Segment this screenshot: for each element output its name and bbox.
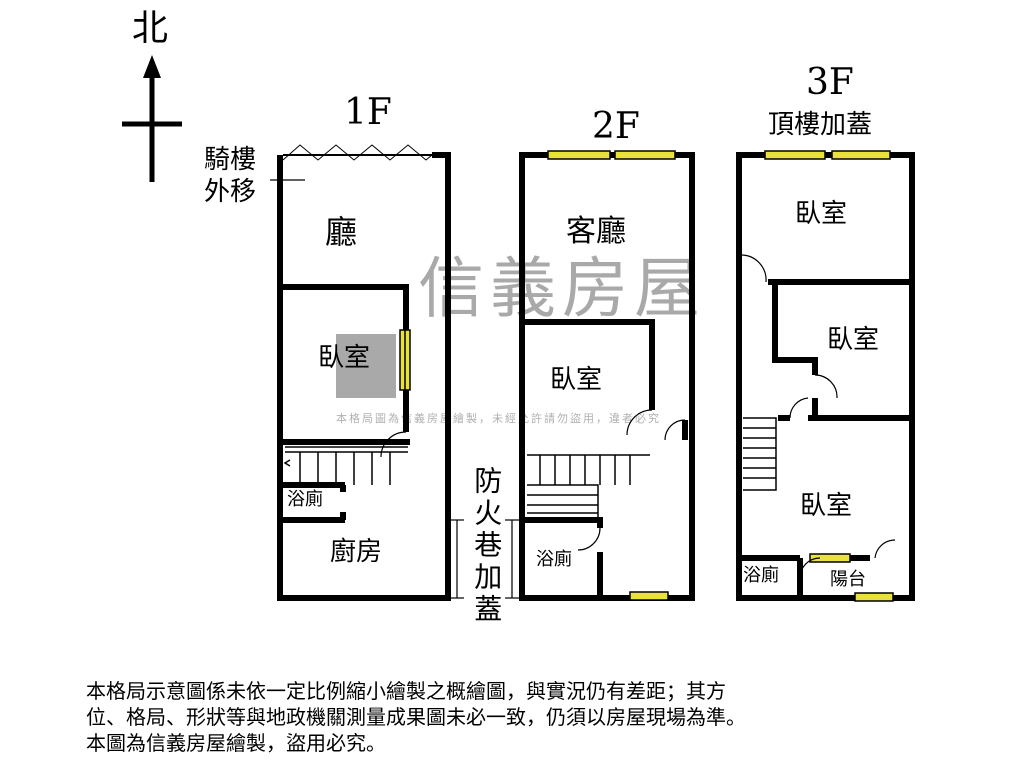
room-hall: 廳 (325, 213, 358, 251)
room-bath-1f: 浴廁 (287, 489, 323, 510)
watermark-notice: 本格局圖為信義房屋繪製，未經允許請勿盜用，違者必究 (336, 412, 661, 425)
room-bath-2f: 浴廁 (536, 549, 572, 570)
room-balcony: 陽台 (830, 569, 866, 590)
room-living: 客廳 (566, 214, 626, 249)
room-bedroom-1f: 臥室 (318, 343, 371, 373)
room-bedroom-2f: 臥室 (550, 365, 603, 395)
room-bedroom-3f-b: 臥室 (827, 325, 880, 355)
watermark-brand: 信義房屋 (418, 250, 706, 327)
stairs (283, 417, 777, 520)
floor-label-3f: 3F (806, 62, 854, 103)
floor-label-1f: 1F (344, 92, 392, 133)
zigzag-awning (282, 144, 433, 161)
door-swings (380, 254, 896, 579)
room-bath-3f: 浴廁 (743, 565, 779, 586)
disclaimer-line: 位、格局、形狀等與地政機關測量成果圖未必一致，仍須以房屋現場為準。 (86, 705, 746, 729)
disclaimer-line: 本格局示意圖係未依一定比例縮小繪製之概繪圖，與實況仍有差距；其方 (86, 679, 726, 703)
north-label: 北 (132, 8, 169, 49)
arcade-note: 騎樓外移 (204, 145, 257, 207)
room-bedroom-3f-c: 臥室 (800, 491, 853, 521)
compass-icon (122, 55, 182, 182)
disclaimer-line: 本圖為信義房屋繪製，盜用必究。 (86, 731, 386, 755)
floor-label-2f: 2F (592, 106, 640, 147)
disclaimer: 本格局示意圖係未依一定比例縮小繪製之概繪圖，與實況仍有差距；其方 位、格局、形狀… (86, 678, 746, 756)
fire-lane-note: 防火巷加蓋 (470, 466, 504, 626)
floor-sublabel-3f: 頂樓加蓋 (768, 110, 873, 140)
fire-lane-dims (270, 179, 519, 599)
room-bedroom-3f-a: 臥室 (795, 199, 848, 229)
watermark-logo (336, 334, 396, 398)
room-kitchen: 廚房 (330, 537, 383, 567)
windows (399, 150, 894, 602)
